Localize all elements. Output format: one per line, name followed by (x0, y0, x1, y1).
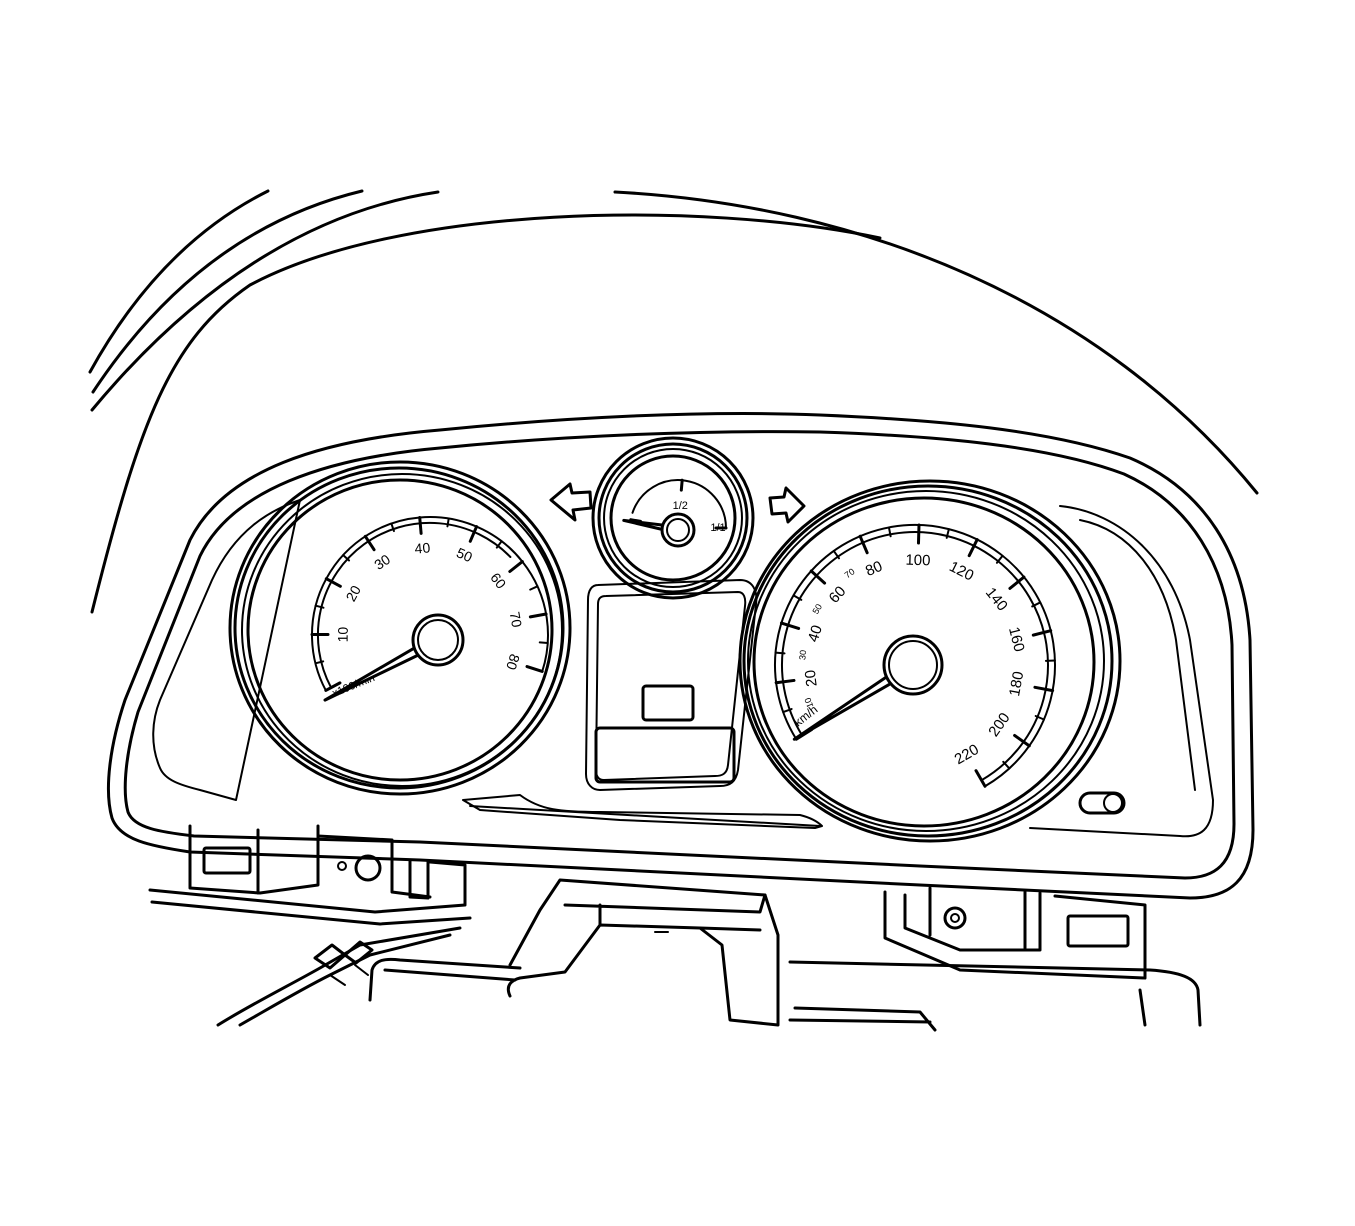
right-shroud-recess-inner (1080, 520, 1195, 790)
speedometer-tick-label: 80 (863, 558, 885, 580)
left-turn-arrow-icon (551, 484, 591, 520)
speedometer-tick (860, 536, 867, 553)
windshield-line-1 (90, 191, 268, 372)
rear-housing (370, 959, 1200, 1025)
tachometer-tick-label: 80 (503, 652, 523, 672)
tachometer-tick (447, 518, 448, 526)
speedometer-tick (781, 623, 798, 628)
speedometer-tick (918, 525, 919, 543)
fuel-gauge: 1/2 1/1 (593, 438, 753, 598)
tachometer-tick-label: 20 (342, 582, 364, 604)
trip-reset-knob-cap (1104, 794, 1122, 812)
rear-housing-2 (385, 970, 1145, 1030)
harness-clip (330, 965, 368, 985)
speedometer-tick-label: 160 (1005, 625, 1028, 653)
right-bracket-flange (905, 888, 1040, 950)
trip-reset-knob[interactable] (1080, 793, 1124, 813)
tachometer-tick-label: 50 (454, 544, 475, 565)
tachometer-tick (420, 517, 421, 533)
speedometer-tick-label: 60 (826, 583, 850, 607)
speedometer-tick-label: 120 (946, 558, 976, 584)
speedometer-tick-label: 200 (985, 710, 1013, 740)
tachometer-tick-label: 60 (487, 570, 509, 592)
right-turn-arrow-icon (770, 488, 804, 522)
speedometer-tick-label: 20 (802, 669, 821, 688)
tachometer-tick-label: 70 (507, 610, 526, 628)
speedometer-tick (776, 653, 785, 654)
center-bracket (508, 880, 778, 1025)
lower-center-trim-2 (470, 806, 820, 826)
tachometer-tick-label: 10 (335, 627, 351, 643)
tachometer-tick-label: 30 (371, 551, 393, 573)
tachometer-tick (470, 527, 476, 542)
center-bracket-2 (565, 895, 765, 930)
tachometer-tick (510, 562, 523, 572)
right-bracket-slot (1068, 916, 1128, 946)
tachometer-tick (540, 642, 548, 643)
tachometer-tick (530, 586, 537, 589)
speedometer-hub (884, 636, 942, 694)
fuel-gauge-label: 1/2 (673, 500, 688, 512)
speedometer-tick-label: 40 (805, 623, 826, 644)
wiring-harness (218, 928, 460, 1025)
speedometer-tick (1035, 687, 1053, 690)
display-window (596, 728, 734, 782)
speedometer-tick-label: 140 (982, 584, 1011, 614)
speedometer-tick (1033, 631, 1050, 635)
fuel-gauge-label: 1/1 (710, 522, 725, 534)
small-indicator-window (643, 686, 693, 720)
tachometer-hub (413, 615, 463, 665)
speedometer-minor-label: 30 (797, 650, 808, 661)
tachometer-tick (527, 667, 542, 672)
left-shroud-recess (153, 500, 300, 800)
left-bracket-tab (410, 860, 428, 898)
harness-connector (315, 942, 372, 968)
speedometer-tick-label: 220 (952, 741, 982, 768)
tachometer-face (248, 480, 552, 780)
tachometer-tick (530, 614, 546, 617)
right-bracket-screw-hole (945, 908, 965, 928)
fuel-gauge-tick (681, 480, 682, 490)
right-bracket-screw-dot (951, 914, 959, 922)
tachometer-bezel-outer (230, 462, 570, 794)
speedometer-tick-label: 100 (905, 552, 930, 570)
speedometer-tick-label: 180 (1006, 670, 1027, 698)
speedometer-minor-label: 70 (843, 566, 857, 580)
tachometer-bezel-2 (235, 468, 563, 788)
tachometer-tick-label: 40 (414, 539, 431, 556)
left-bracket-screw-dot (338, 862, 346, 870)
speedometer-minor-label: 50 (810, 602, 824, 616)
windshield-line-3 (92, 192, 438, 410)
speedometer-tick (776, 680, 794, 682)
